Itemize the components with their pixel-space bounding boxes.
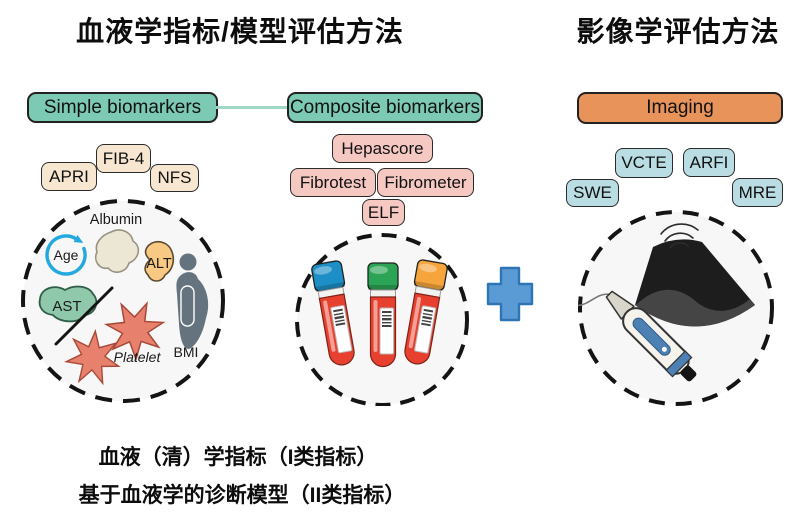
imaging-section-title: 影像学评估方法 <box>576 16 780 47</box>
badge-elf: ELF <box>362 199 405 226</box>
bmi-body-icon <box>176 272 209 349</box>
blood-tube-green-icon <box>367 262 399 368</box>
composite-biomarkers-button: Composite biomarkers <box>287 92 483 123</box>
age-cycle-icon <box>45 234 87 276</box>
ultrasound-fan-shadow <box>635 289 755 327</box>
imaging-circle <box>577 210 774 406</box>
badge-arfi: ARFI <box>683 148 735 177</box>
ast-label: AST <box>52 298 81 315</box>
bmi-label: BMI <box>174 344 199 360</box>
ultrasound-probe-icon <box>577 290 697 382</box>
badge-fibrometer: Fibrometer <box>377 168 474 197</box>
alt-label: ALT <box>146 256 172 272</box>
bmi-body-icon <box>179 253 197 271</box>
dashed-circle-border <box>21 199 225 403</box>
platelet-label: Platelet <box>114 349 162 365</box>
age-cycle-arrowhead <box>73 235 84 243</box>
footnote-class2: 基于血液学的诊断模型（II类指标） <box>78 484 406 507</box>
platelet-icon <box>63 328 121 386</box>
badge-nfs: NFS <box>150 164 199 192</box>
alt-blob-icon <box>144 240 175 282</box>
badge-fib4: FIB-4 <box>96 144 151 173</box>
badge-mre: MRE <box>732 178 783 207</box>
badge-fibrotest: Fibrotest <box>290 168 376 197</box>
sound-waves-icon <box>660 223 699 249</box>
age-label: Age <box>54 247 79 263</box>
bmi-body-inset <box>180 285 195 327</box>
badge-swe: SWE <box>566 179 619 207</box>
imaging-button: Imaging <box>577 92 783 124</box>
divider-line <box>54 286 114 346</box>
platelet-icon <box>103 301 166 362</box>
albumin-label: Albumin <box>90 212 142 228</box>
badge-vcte: VCTE <box>615 148 673 178</box>
badge-hepascore: Hepascore <box>332 134 433 163</box>
composite-biomarkers-circle <box>295 233 469 406</box>
blood-section-title: 血液学指标/模型评估方法 <box>76 16 404 47</box>
plus-icon <box>486 266 534 322</box>
footnote-class1: 血液（清）学指标（I类指标） <box>98 446 378 469</box>
badge-apri: APRI <box>41 162 97 191</box>
simple-biomarkers-circle: Albumin Age ALT AST Platelet BMI <box>21 199 225 403</box>
simple-biomarkers-button: Simple biomarkers <box>27 92 218 123</box>
albumin-blob-icon <box>94 229 140 273</box>
biomarker-connector-line <box>216 106 289 109</box>
